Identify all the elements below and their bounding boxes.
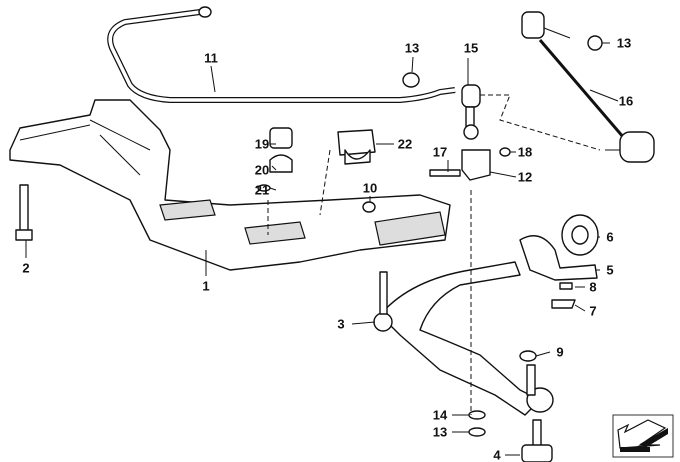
callout-1: 1 [202,278,210,294]
callout-17: 17 [432,144,448,160]
left-down-arrow-icon [612,414,674,458]
axle-carrier [9,99,451,271]
callout-21: 21 [254,182,270,198]
callout-13: 13 [432,424,448,440]
callout-8: 8 [589,279,597,295]
callout-18: 18 [517,144,533,160]
callout-12: 12 [517,169,533,185]
stabilizer-link [461,84,481,108]
callout-6: 6 [606,229,614,245]
callout-9: 9 [556,344,564,360]
lower-control-arm [379,261,541,416]
callout-16: 16 [618,93,634,109]
stabilizer-bar [107,9,456,103]
bolt [19,184,29,236]
callout-4: 4 [493,447,501,462]
tie-link [521,11,545,39]
callout-15: 15 [463,40,479,56]
callout-11: 11 [204,50,218,66]
callout-10: 10 [362,180,378,196]
bushing [269,127,293,149]
callout-22: 22 [397,136,413,152]
callout-19: 19 [254,136,270,152]
callout-7: 7 [589,303,597,319]
callout-13: 13 [616,35,632,51]
callout-13: 13 [404,40,420,56]
callout-5: 5 [606,262,614,278]
callout-20: 20 [254,162,270,178]
callout-3: 3 [337,316,345,332]
callout-2: 2 [22,260,30,276]
callout-14: 14 [432,407,448,423]
